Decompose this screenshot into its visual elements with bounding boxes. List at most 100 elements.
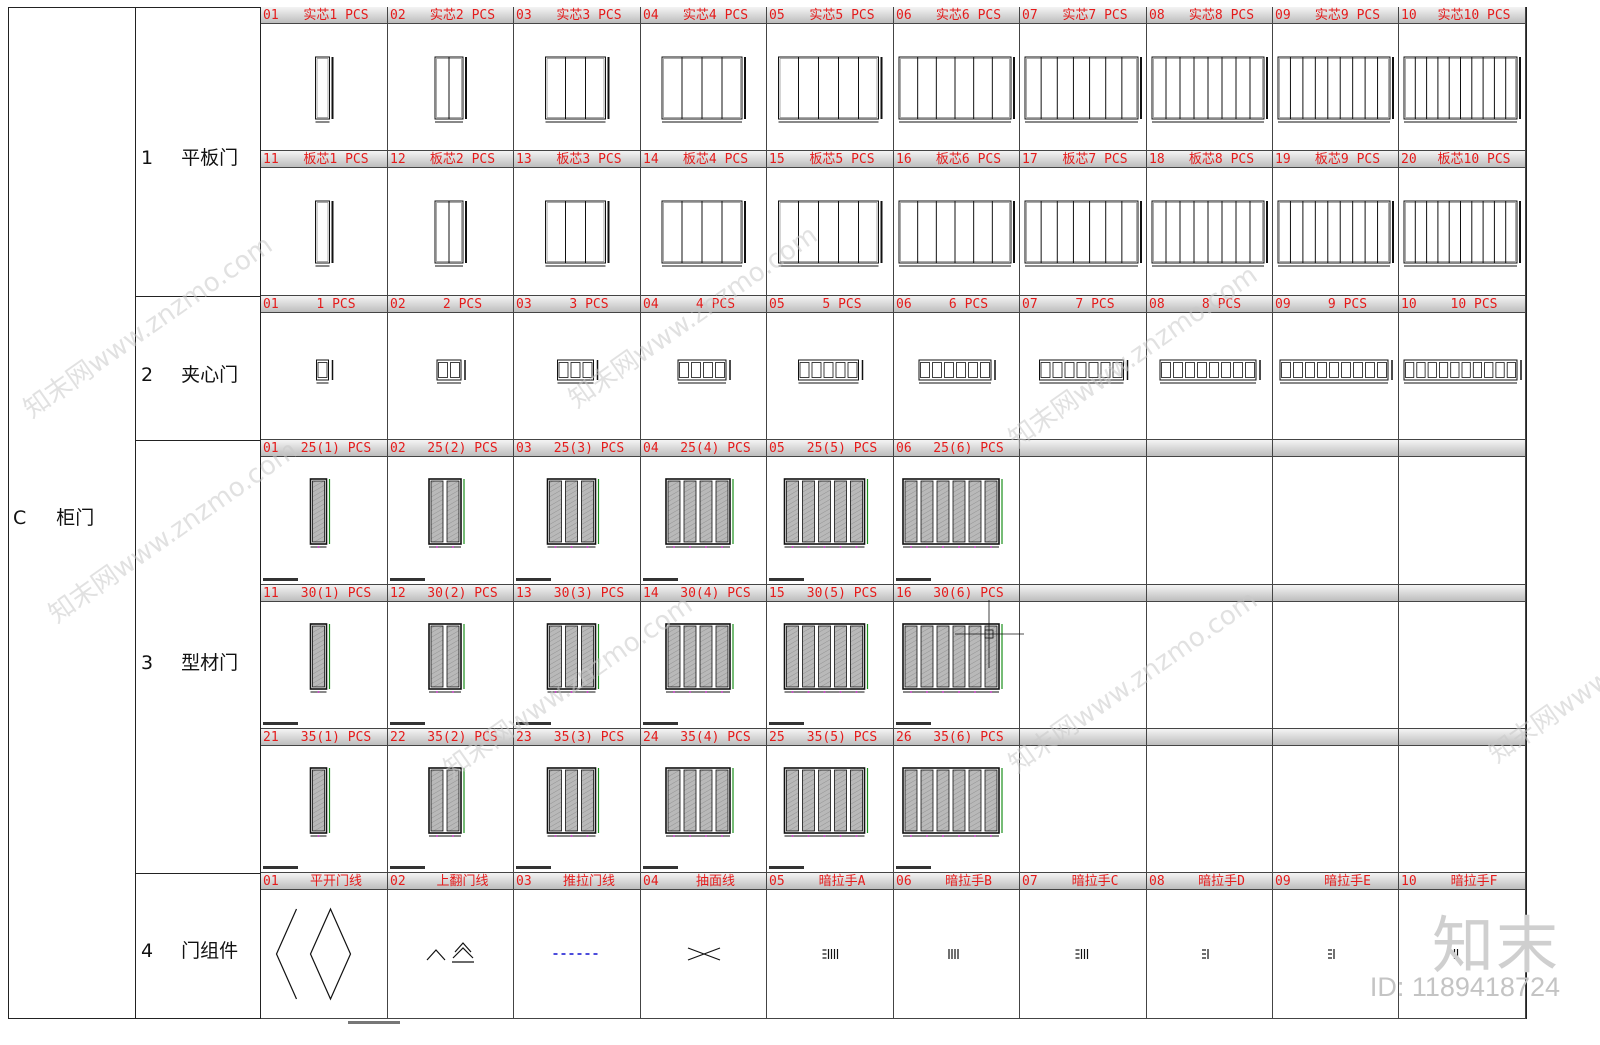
block-cell[interactable] xyxy=(261,24,388,151)
block-cell[interactable] xyxy=(261,168,388,296)
sandwich-door-drawing xyxy=(1039,359,1129,384)
block-cell[interactable] xyxy=(388,24,514,151)
block-drawing xyxy=(557,359,599,384)
block-drawing xyxy=(778,56,883,123)
flat-door-drawing xyxy=(1277,200,1394,267)
block-cell[interactable] xyxy=(1273,168,1399,296)
block-cell[interactable] xyxy=(514,168,641,296)
block-cell[interactable] xyxy=(261,746,388,873)
block-cell[interactable] xyxy=(641,24,767,151)
block-cell[interactable] xyxy=(261,602,388,729)
block-drawing xyxy=(1328,949,1335,959)
block-cell[interactable] xyxy=(894,602,1020,729)
block-cell[interactable] xyxy=(894,457,1020,585)
block-cell[interactable] xyxy=(641,746,767,873)
cell-number: 19 xyxy=(1275,152,1291,167)
block-cell[interactable] xyxy=(1147,313,1273,440)
block-drawing xyxy=(434,56,467,123)
flat-door-drawing xyxy=(1277,56,1394,123)
block-cell[interactable] xyxy=(1020,890,1147,1019)
block-drawing xyxy=(390,478,465,581)
block-cell[interactable] xyxy=(1020,168,1147,296)
block-cell[interactable] xyxy=(767,313,894,440)
block-cell[interactable] xyxy=(894,890,1020,1019)
block-cell[interactable] xyxy=(641,313,767,440)
block-cell[interactable] xyxy=(894,168,1020,296)
block-cell[interactable] xyxy=(1399,168,1526,296)
block-cell[interactable] xyxy=(894,313,1020,440)
block-cell[interactable] xyxy=(894,24,1020,151)
block-cell[interactable] xyxy=(388,890,514,1019)
block-cell[interactable] xyxy=(767,457,894,585)
block-drawing xyxy=(545,56,610,123)
block-cell[interactable] xyxy=(1020,24,1147,151)
block-cell[interactable] xyxy=(261,457,388,585)
block-cell[interactable] xyxy=(514,746,641,873)
block-cell[interactable] xyxy=(1399,313,1526,440)
cell-number: 20 xyxy=(1401,152,1417,167)
block-cell[interactable] xyxy=(514,313,641,440)
cell-number: 12 xyxy=(390,586,406,601)
sandwich-door-drawing xyxy=(1279,359,1393,384)
block-cell[interactable] xyxy=(641,168,767,296)
block-cell[interactable] xyxy=(767,168,894,296)
block-cell[interactable] xyxy=(388,602,514,729)
block-cell[interactable] xyxy=(1020,313,1147,440)
cell-header xyxy=(1273,729,1399,746)
cell-number: 02 xyxy=(390,8,406,23)
block-drawing xyxy=(687,947,721,961)
block-cell[interactable] xyxy=(514,602,641,729)
block-cell[interactable] xyxy=(767,24,894,151)
block-cell[interactable] xyxy=(641,602,767,729)
block-cell[interactable] xyxy=(641,890,767,1019)
cell-label: 实芯9 PCS xyxy=(1314,8,1381,23)
cell-label: 25(5) PCS xyxy=(806,441,878,456)
block-cell[interactable] xyxy=(388,168,514,296)
block-cell[interactable] xyxy=(388,457,514,585)
block-cell[interactable] xyxy=(1147,24,1273,151)
block-cell[interactable] xyxy=(514,890,641,1019)
block-cell[interactable] xyxy=(767,890,894,1019)
block-cell[interactable] xyxy=(388,746,514,873)
block-cell[interactable] xyxy=(1273,24,1399,151)
block-cell[interactable] xyxy=(514,457,641,585)
cell-number: 09 xyxy=(1275,297,1291,312)
sandwich-door-drawing xyxy=(918,359,996,384)
block-drawing xyxy=(390,767,465,869)
block-cell[interactable] xyxy=(388,313,514,440)
cell-number: 06 xyxy=(896,874,912,889)
cell-number: 03 xyxy=(516,297,532,312)
block-cell[interactable] xyxy=(1147,890,1273,1019)
block-cell[interactable] xyxy=(261,890,388,1019)
sub-separator-2 xyxy=(135,440,260,441)
cell-header xyxy=(1399,440,1526,457)
block-cell[interactable] xyxy=(1399,890,1526,1019)
block-drawing xyxy=(1277,200,1394,267)
cell-number: 07 xyxy=(1022,8,1038,23)
profile-door-drawing xyxy=(390,623,465,725)
block-cell[interactable] xyxy=(1147,168,1273,296)
cell-label: 9 PCS xyxy=(1327,297,1368,312)
block-drawing xyxy=(390,623,465,725)
block-cell[interactable] xyxy=(1273,313,1399,440)
block-cell[interactable] xyxy=(767,602,894,729)
cell-number: 10 xyxy=(1401,297,1417,312)
cell-number: 01 xyxy=(263,441,279,456)
block-cell[interactable] xyxy=(1273,890,1399,1019)
block-cell[interactable] xyxy=(514,24,641,151)
block-cell[interactable] xyxy=(1399,24,1526,151)
cell-label: 30(2) PCS xyxy=(427,586,498,601)
block-cell[interactable] xyxy=(641,457,767,585)
block-cell[interactable] xyxy=(261,313,388,440)
block-drawing xyxy=(1279,359,1393,384)
block-cell[interactable] xyxy=(894,746,1020,873)
block-cell[interactable] xyxy=(767,746,894,873)
